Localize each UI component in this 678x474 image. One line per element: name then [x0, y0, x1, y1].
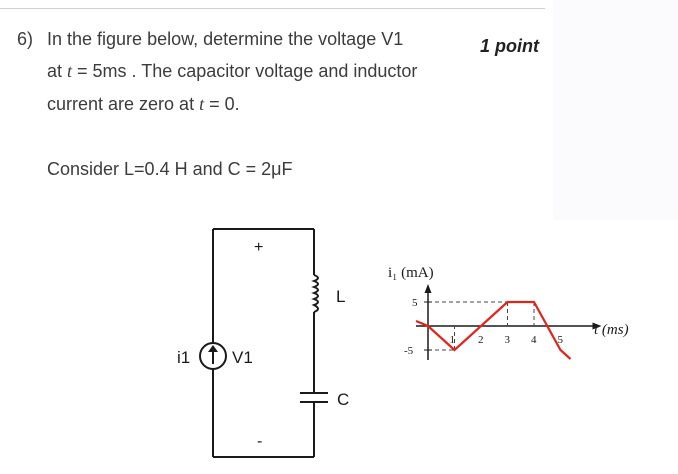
given-values: Consider L=0.4 H and C = 2μF: [47, 159, 293, 179]
current-source: [199, 342, 227, 370]
line2-suffix: = 5ms . The capacitor voltage and induct…: [72, 61, 418, 81]
y-axis-arrow: [424, 284, 432, 293]
x-axis-arrow: [592, 322, 602, 330]
x-tick-label: 5: [558, 334, 564, 346]
x-tick-label: 4: [531, 334, 537, 346]
time-variable: t: [199, 94, 205, 114]
inductor: [311, 274, 319, 313]
current-waveform-chart: i₁ (mA) t (ms) 1 2 3 4 5 5 -5: [388, 265, 629, 360]
line3-suffix: = 0.: [204, 94, 240, 114]
x-tick-label: 3: [505, 334, 511, 346]
plus-sign: +: [254, 239, 263, 256]
question-text-line-3: current are zero at t = 0.: [47, 94, 240, 115]
question-number: 6): [17, 29, 34, 49]
x-tick-label: 1: [450, 334, 456, 346]
minus-sign: -: [257, 433, 262, 450]
question-text-line-2: at t = 5ms . The capacitor voltage and i…: [47, 61, 417, 82]
source-label: i1: [177, 348, 190, 367]
points-label: 1 point: [480, 36, 539, 56]
line2-prefix: at: [47, 61, 68, 81]
current-waveform-series: [415, 300, 572, 360]
capacitor-label: C: [337, 390, 349, 409]
inductor-label: L: [336, 287, 345, 306]
voltage-label: V1: [232, 348, 253, 367]
question-text-line-1: In the figure below, determine the volta…: [47, 29, 404, 49]
x-axis-label: t (ms): [594, 322, 629, 338]
y-axis-label: i₁ (mA): [388, 265, 434, 281]
y-tick-label: -5: [404, 345, 414, 357]
points-panel: [553, 0, 678, 220]
y-tick-label: 5: [412, 297, 418, 309]
time-variable: t: [67, 61, 73, 81]
top-divider: [0, 8, 545, 9]
line3-prefix: current are zero at: [47, 94, 200, 114]
circuit-diagram: [199, 228, 328, 458]
source-arrow-head: [208, 345, 218, 352]
x-tick-label: 2: [478, 334, 484, 346]
